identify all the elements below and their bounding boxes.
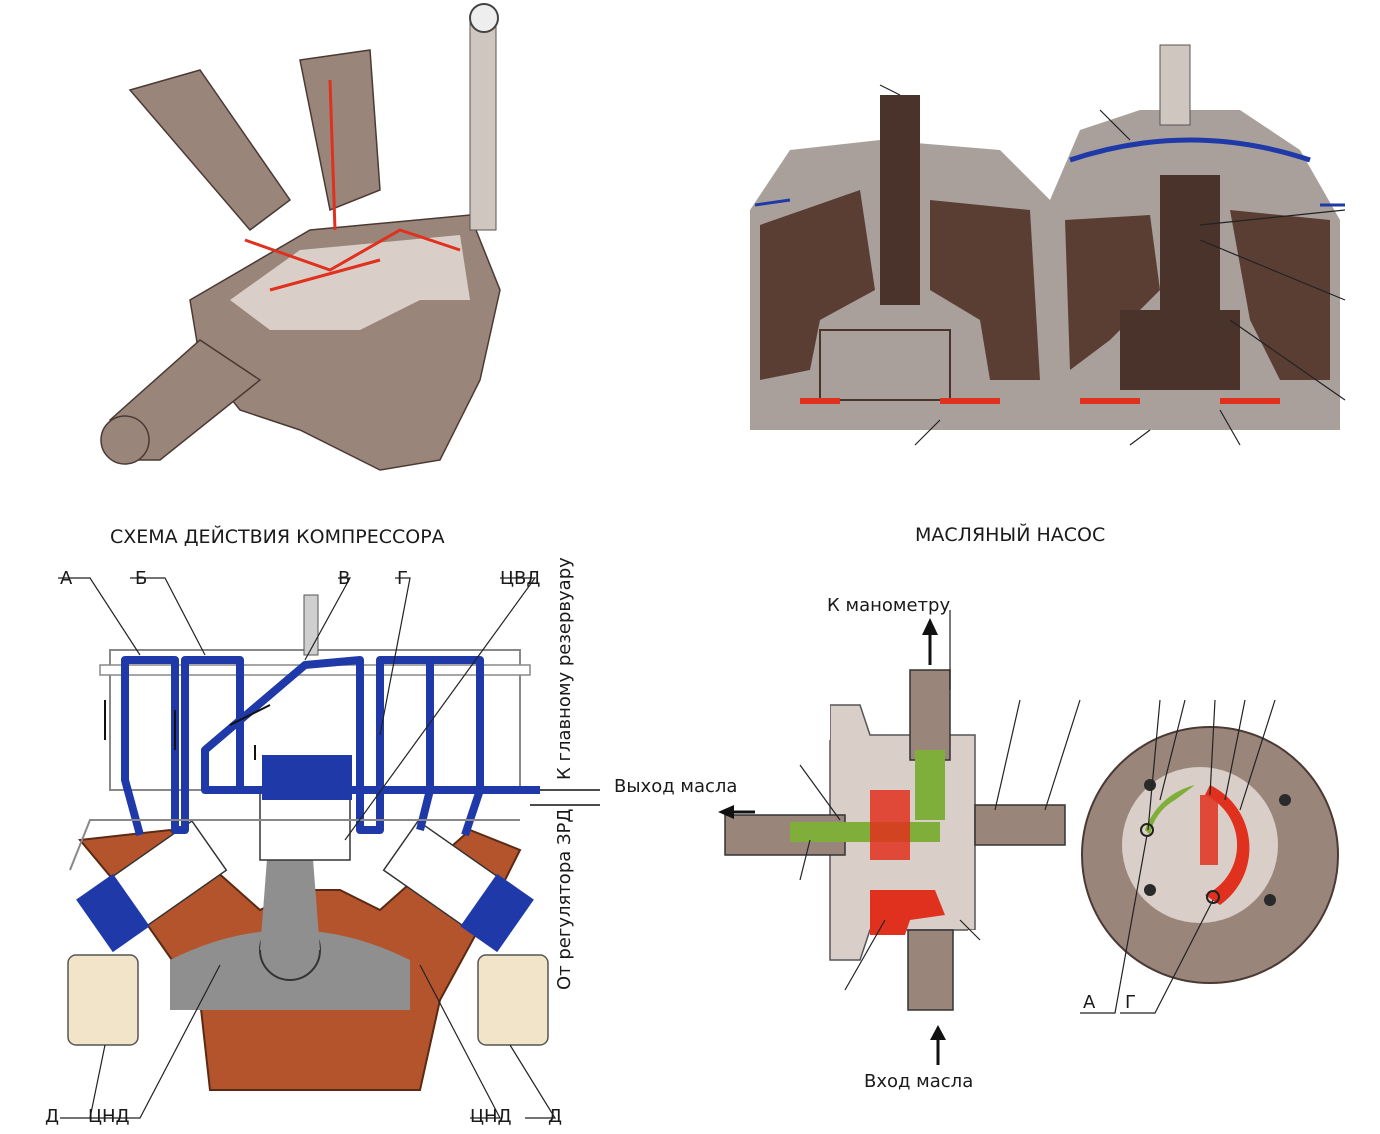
label-pump-g: Г (1125, 992, 1136, 1013)
oil-inlet-channel (870, 890, 945, 935)
label-cvd: ЦВД (500, 568, 540, 589)
air-flow-path (121, 656, 540, 837)
cvd-piston (259, 789, 351, 861)
label-d-right: Д (548, 1106, 562, 1127)
gauge-pipe (469, 19, 497, 231)
label-to-main-reservoir: К главному резервуару (554, 557, 575, 780)
oil-pump-title: МАСЛЯНЫЙ НАСОС (915, 523, 1105, 546)
label-b: Б (135, 568, 147, 589)
label-pump-a: А (1083, 992, 1096, 1013)
gauge-fitting (909, 669, 951, 761)
air-filter-left (67, 954, 139, 1046)
label-cnd-left: ЦНД (88, 1106, 130, 1127)
pulley-icon (100, 415, 150, 465)
oil-channels (244, 79, 461, 292)
label-from-regulator: От регулятора ЗРД (554, 809, 575, 990)
label-g: Г (397, 568, 408, 589)
pressure-gauge-icon (469, 3, 499, 33)
compressor-schematic (58, 577, 600, 1119)
connecting-rod-right (299, 49, 381, 212)
label-v: В (338, 568, 350, 589)
top-fitting (1159, 44, 1191, 126)
air-filter-right (477, 954, 549, 1046)
center-bolt (880, 95, 920, 305)
pump-red-cavity (1205, 785, 1250, 905)
label-d-left: Д (45, 1106, 59, 1127)
label-oil-in: Вход масла (864, 1071, 973, 1092)
pressure-valve-spring (870, 790, 910, 860)
safety-valve (303, 594, 319, 656)
label-to-gauge: К манометру (827, 595, 950, 616)
oil-pump-section (690, 555, 1339, 1065)
label-a: А (60, 568, 73, 589)
label-oil-out: Выход масла (614, 776, 737, 797)
connecting-rod-left (128, 69, 292, 232)
compressor-title: СХЕМА ДЕЙСТВИЯ КОМПРЕССОРА (110, 525, 445, 548)
gauge-channel (915, 750, 945, 820)
label-cnd-right: ЦНД (470, 1106, 512, 1127)
compressor-3d-view (100, 3, 501, 471)
valve-cross-section (675, 5, 1346, 520)
diaphragm (1069, 137, 1311, 163)
inlet-fitting (907, 929, 954, 1011)
